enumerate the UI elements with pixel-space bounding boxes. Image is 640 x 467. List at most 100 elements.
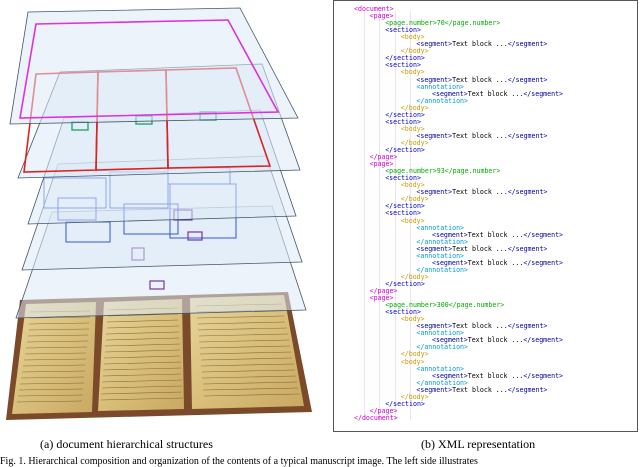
xml-line: </annotation> xyxy=(416,266,468,274)
xml-line: <body> xyxy=(401,68,425,76)
xml-token: </segment> xyxy=(523,336,564,345)
xml-token: Text block ... xyxy=(452,40,508,49)
xml-line: </body> xyxy=(401,47,429,55)
xml-token: </segment> xyxy=(507,244,548,253)
xml-line: <section> xyxy=(385,26,421,34)
xml-token: <segment> xyxy=(416,40,453,49)
xml-token: <segment> xyxy=(432,230,468,239)
xml-line: </page> xyxy=(370,153,398,161)
xml-token: Text block ... xyxy=(452,244,508,253)
xml-token: <body> xyxy=(400,68,425,77)
xml-line: </section> xyxy=(385,400,425,408)
xml-line: <segment>Text block ...</segment> xyxy=(432,372,563,380)
xml-token: Text block ... xyxy=(467,371,524,380)
xml-token: </segment> xyxy=(507,131,548,140)
xml-token: </segment> xyxy=(523,89,564,98)
xml-token: Text block ... xyxy=(452,131,508,140)
xml-token: <annotation> xyxy=(416,329,465,338)
xml-token: <section> xyxy=(385,26,421,35)
xml-token: </annotation> xyxy=(416,237,468,246)
xml-token: <section> xyxy=(385,209,421,218)
xml-line: <segment>Text block ...</segment> xyxy=(416,188,547,196)
xml-token: </section> xyxy=(385,54,425,63)
xml-token: <segment> xyxy=(416,131,453,140)
xml-line: </section> xyxy=(385,202,425,210)
xml-token: </annotation> xyxy=(416,343,468,352)
document-hierarchy-illustration xyxy=(6,7,312,420)
xml-token: </segment> xyxy=(507,40,548,49)
xml-token: <annotation> xyxy=(416,82,465,91)
xml-line: <annotation> xyxy=(416,252,464,260)
xml-line: <page.number>93</page.number> xyxy=(385,167,500,175)
xml-token: <segment> xyxy=(432,89,468,98)
xml-line: <segment>Text block ...</segment> xyxy=(416,132,547,140)
xml-line: <body> xyxy=(401,217,425,225)
xml-token: </segment> xyxy=(523,371,564,380)
xml-line: <section> xyxy=(385,118,421,126)
xml-line: </body> xyxy=(401,393,429,401)
xml-line: <section> xyxy=(385,308,421,316)
xml-line: <page> xyxy=(370,294,394,302)
xml-line: <segment>Text block ...</segment> xyxy=(432,259,563,267)
xml-token: </document> xyxy=(354,413,398,422)
xml-line: </page> xyxy=(370,287,398,295)
xml-token: <section> xyxy=(385,117,421,126)
xml-token: Text block ... xyxy=(452,75,508,84)
xml-line: </document> xyxy=(354,414,398,422)
xml-token: <document> xyxy=(354,5,394,13)
xml-token: </page> xyxy=(369,153,398,162)
caption-a: (a) document hierarchical structures xyxy=(40,437,213,451)
xml-token: <page> xyxy=(369,294,394,303)
xml-line: </section> xyxy=(385,280,425,288)
xml-line: <annotation> xyxy=(416,224,464,232)
xml-line: </body> xyxy=(401,139,429,147)
xml-token: </body> xyxy=(400,392,429,401)
xml-token: <body> xyxy=(400,124,425,133)
xml-line: <segment>Text block ...</segment> xyxy=(416,322,547,330)
xml-token: </section> xyxy=(385,110,425,119)
xml-token: <page> xyxy=(369,160,394,169)
xml-representation-panel: <document><page><page.number>70</page.nu… xyxy=(333,0,638,432)
xml-token: <segment> xyxy=(416,244,453,253)
xml-token: </section> xyxy=(385,279,425,288)
xml-token: <segment> xyxy=(432,336,468,345)
xml-line: <body> xyxy=(401,181,425,189)
xml-token: </section> xyxy=(385,146,425,154)
xml-line: <segment>Text block ...</segment> xyxy=(416,40,547,48)
xml-line: </section> xyxy=(385,54,425,62)
xml-line: </section> xyxy=(385,146,425,154)
xml-line: <section> xyxy=(385,61,421,69)
xml-token: <body> xyxy=(400,315,425,324)
xml-token: <segment> xyxy=(432,371,468,380)
xml-token: <annotation> xyxy=(416,223,465,232)
xml-token: </body> xyxy=(400,47,429,56)
xml-line: </body> xyxy=(401,350,429,358)
xml-line: <segment>Text block ...</segment> xyxy=(416,76,547,84)
xml-line: </annotation> xyxy=(416,343,468,351)
xml-token: <section> xyxy=(385,308,421,317)
xml-token: <page.number>93</page.number> xyxy=(385,167,501,176)
xml-line: <annotation> xyxy=(416,365,464,373)
xml-token: </segment> xyxy=(523,258,564,267)
xml-line: </body> xyxy=(401,104,429,112)
layer-page xyxy=(9,7,299,125)
xml-line: <annotation> xyxy=(416,329,464,337)
xml-token: <segment> xyxy=(416,322,453,331)
xml-token: <section> xyxy=(385,174,421,183)
indent-guide xyxy=(379,11,381,420)
xml-token: </page> xyxy=(369,406,398,415)
indent-guide xyxy=(394,11,396,420)
xml-token: <segment> xyxy=(432,258,468,267)
xml-token: </body> xyxy=(400,103,429,112)
xml-token: Text block ... xyxy=(452,385,508,394)
xml-line: </annotation> xyxy=(416,238,468,246)
xml-token: </segment> xyxy=(507,188,548,197)
xml-token: </body> xyxy=(400,195,429,204)
xml-token: <body> xyxy=(400,216,425,225)
xml-line: <body> xyxy=(401,315,425,323)
xml-token: <page.number>300</page.number> xyxy=(385,301,505,310)
xml-line: </body> xyxy=(401,273,429,281)
xml-line: </section> xyxy=(385,111,425,119)
xml-line: <page> xyxy=(370,160,394,168)
xml-token: Text block ... xyxy=(452,188,508,197)
